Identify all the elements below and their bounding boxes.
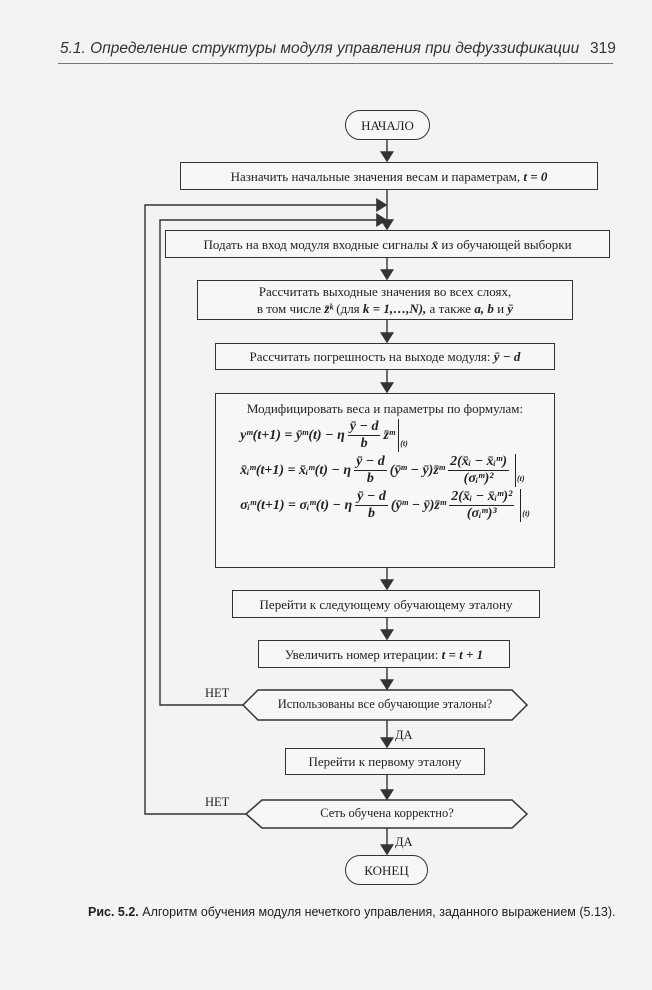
c2-pre: в том числе: [256, 301, 322, 316]
caption-label: Рис. 5.2.: [88, 905, 139, 919]
init-math: t = 0: [523, 168, 548, 184]
formula-term: (ȳᵐ − ȳ)z̄ᵐ: [390, 498, 447, 513]
caption-text: Алгоритм обучения модуля нечеткого управ…: [142, 905, 616, 919]
init-step: Назначить начальные значения весам и пар…: [180, 162, 598, 190]
c2-m3: a, b: [474, 301, 494, 316]
denominator: b: [360, 436, 368, 451]
error-step: Рассчитать погрешность на выходе модуля:…: [215, 343, 555, 370]
start-terminal: НАЧАЛО: [345, 110, 430, 140]
c2-m4: ȳ: [507, 301, 514, 316]
end-terminal: КОНЕЦ: [345, 855, 428, 885]
numerator: ȳ − d: [347, 419, 381, 436]
evaluation-bar: [515, 454, 516, 487]
next-sample-label: Перейти к следующему обучающему эталону: [259, 596, 513, 612]
compute-line1: Рассчитать выходные значения во всех сло…: [258, 284, 512, 299]
error-label: Рассчитать погрешность на выходе модуля:: [249, 349, 491, 364]
increment-math: t = t + 1: [441, 646, 484, 662]
decision2-yes: ДА: [395, 835, 413, 849]
increment-step: Увеличить номер итерации: t = t + 1: [258, 640, 510, 668]
compute-step: Рассчитать выходные значения во всех сло…: [197, 280, 573, 320]
evaluation-subscript: (t): [522, 509, 530, 518]
increment-label: Увеличить номер итерации:: [284, 646, 439, 662]
decision1-no: НЕТ: [205, 686, 230, 700]
formula-term: (ȳᵐ − ȳ)z̄ᵐ: [389, 463, 446, 478]
decision2-no: НЕТ: [205, 795, 230, 809]
formula-term: z̄ᵐ: [383, 428, 396, 443]
decision1-yes: ДА: [395, 728, 413, 742]
next-sample-step: Перейти к следующему обучающему эталону: [232, 590, 540, 618]
figure-caption: Рис. 5.2. Алгоритм обучения модуля нечет…: [88, 905, 616, 919]
first-sample-label: Перейти к первому эталону: [308, 754, 462, 769]
first-sample-step: Перейти к первому эталону: [285, 748, 485, 775]
input-label-pre: Подать на вход модуля входные сигналы: [203, 236, 429, 252]
running-header: 5.1. Определение структуры модуля управл…: [60, 40, 580, 57]
compute-line2: в том числе z̄ᵏ (для k = 1,…,N), а также…: [257, 300, 513, 317]
decision2-shape: [244, 799, 529, 829]
evaluation-bar: [398, 419, 400, 452]
c2-and: и: [497, 301, 505, 316]
decision1-shape: [241, 689, 529, 721]
error-math: ȳ − d: [493, 349, 521, 364]
formula-fraction: 2(x̄ᵢ − x̄ᵢᵐ)²(σᵢᵐ)³: [449, 489, 515, 522]
numerator: ȳ − d: [355, 489, 388, 506]
numerator: 2(x̄ᵢ − x̄ᵢᵐ)²: [449, 489, 515, 506]
decision1-label: Использованы все обучающие эталоны?: [277, 697, 493, 711]
input-step: Подать на вход модуля входные сигналы x̄…: [165, 230, 610, 258]
evaluation-subscript: (t): [400, 439, 408, 448]
input-math: x̄: [431, 236, 439, 252]
numerator: ȳ − d: [354, 454, 387, 471]
formula-fraction: 2(x̄ᵢ − x̄ᵢᵐ)(σᵢᵐ)²: [448, 454, 509, 487]
page-number: 319: [590, 40, 616, 57]
c2-m2: k = 1,…,N),: [362, 301, 427, 316]
evaluation-subscript: (t): [517, 474, 525, 483]
header-rule: [58, 63, 613, 64]
denominator: b: [368, 506, 376, 521]
denominator: (σᵢᵐ)²: [463, 471, 494, 486]
input-label-post: из обучающей выборки: [441, 236, 572, 252]
denominator: (σᵢᵐ)³: [466, 506, 497, 521]
start-label: НАЧАЛО: [361, 117, 414, 133]
modify-title: Модифицировать веса и параметры по форму…: [246, 401, 524, 416]
c2-mid: (для: [336, 301, 360, 316]
c2-post: а также: [429, 301, 472, 316]
decision2-label: Сеть обучена корректно?: [320, 806, 454, 820]
c2-m1: z̄ᵏ: [324, 301, 333, 316]
modify-step: Модифицировать веса и параметры по форму…: [215, 393, 555, 568]
evaluation-bar: [520, 489, 522, 522]
formula-term: yᵐ(t+1) = ȳᵐ(t) − η: [240, 428, 345, 443]
end-label: КОНЕЦ: [364, 862, 409, 878]
denominator: b: [366, 471, 374, 486]
formula-term: σᵢᵐ(t+1) = σᵢᵐ(t) − η: [240, 498, 353, 513]
formula-term: x̄ᵢᵐ(t+1) = x̄ᵢᵐ(t) − η: [240, 463, 352, 478]
numerator: 2(x̄ᵢ − x̄ᵢᵐ): [448, 454, 509, 471]
init-label: Назначить начальные значения весам и пар…: [230, 168, 521, 184]
